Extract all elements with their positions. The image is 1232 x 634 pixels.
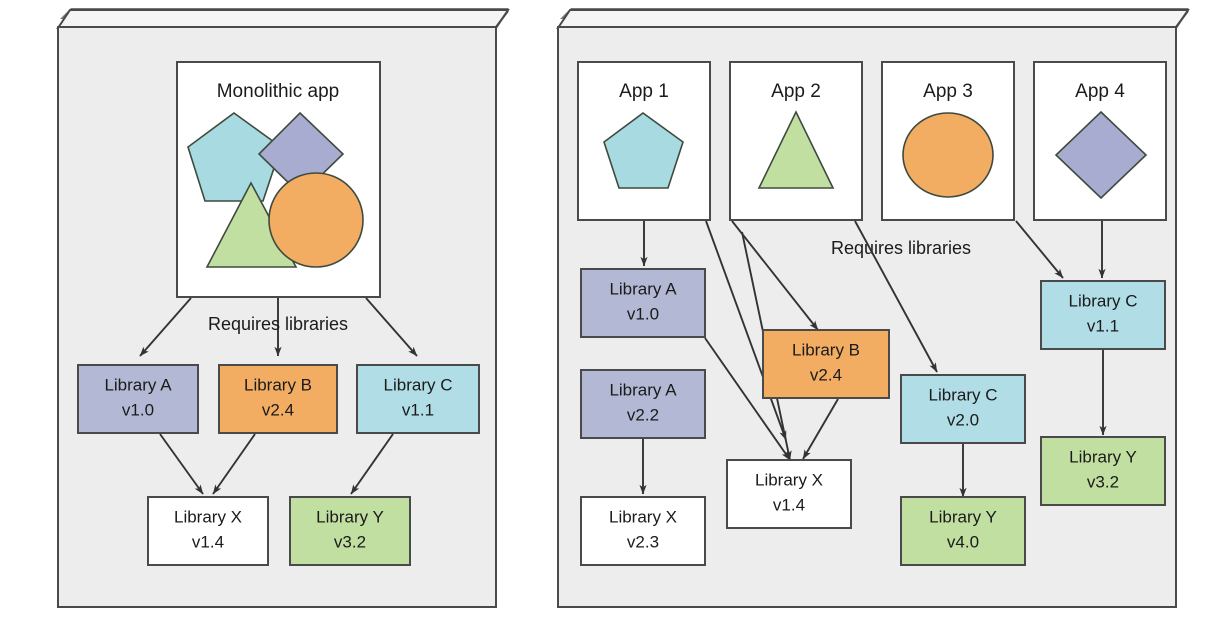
node-version: v1.0 xyxy=(627,304,659,323)
node-library-c-v2-0-right[interactable]: Library C v2.0 xyxy=(900,374,1026,444)
right-panel-top-bevel xyxy=(556,9,1190,29)
node-library-c-v1-1-left[interactable]: Library C v1.1 xyxy=(356,364,480,434)
node-label: Library X xyxy=(755,470,823,489)
node-version: v2.2 xyxy=(627,405,659,424)
node-version: v2.4 xyxy=(262,400,294,419)
right-requires-libraries-label: Requires libraries xyxy=(831,238,971,258)
node-label: Library C xyxy=(384,375,453,394)
edge-app1-to-liba-v2 xyxy=(705,220,787,441)
pentagon-shape xyxy=(603,112,684,189)
node-label: Library C xyxy=(1069,291,1138,310)
node-version: v2.0 xyxy=(947,410,979,429)
node-library-a-v1-0-right[interactable]: Library A v1.0 xyxy=(580,268,706,338)
app-title: App 3 xyxy=(923,81,973,102)
node-label: Library X xyxy=(174,507,242,526)
edge-app2-to-libb xyxy=(731,220,819,331)
triangle-shape xyxy=(757,110,835,189)
edge-app2-to-libc-v20 xyxy=(854,220,938,373)
edge-liba-to-libx-left xyxy=(159,433,204,495)
edge-libb-to-libx-v14 xyxy=(802,398,839,460)
app-box-1[interactable]: App 1 xyxy=(577,61,711,221)
edge-liba-v10-to-libx-v14 xyxy=(704,337,791,461)
node-library-a-v1-0-left[interactable]: Library A v1.0 xyxy=(77,364,199,434)
edge-libc-to-liby-left xyxy=(350,433,394,495)
monolithic-app-title: Monolithic app xyxy=(217,81,340,102)
edge-app3-to-libc-v11 xyxy=(1015,220,1064,279)
node-label: Library A xyxy=(609,279,677,298)
node-library-y-v3-2-right[interactable]: Library Y v3.2 xyxy=(1040,436,1166,506)
left-panel-right-bevel xyxy=(495,10,509,28)
node-version: v1.0 xyxy=(122,400,154,419)
app-box-4[interactable]: App 4 xyxy=(1033,61,1167,221)
app-box-3[interactable]: App 3 xyxy=(881,61,1015,221)
node-library-y-v3-2-left[interactable]: Library Y v3.2 xyxy=(289,496,411,566)
node-label: Library B xyxy=(244,375,312,394)
edge-mono-to-liba xyxy=(139,297,192,357)
edge-mono-to-libc xyxy=(365,297,418,357)
node-label: Library A xyxy=(609,380,677,399)
node-library-a-v2-2-right[interactable]: Library A v2.2 xyxy=(580,369,706,439)
node-label: Library Y xyxy=(316,507,384,526)
node-library-y-v4-0-right[interactable]: Library Y v4.0 xyxy=(900,496,1026,566)
node-label: Library X xyxy=(609,507,677,526)
node-version: v2.3 xyxy=(627,532,659,551)
node-library-c-v1-1-right[interactable]: Library C v1.1 xyxy=(1040,280,1166,350)
node-library-b-v2-4-right[interactable]: Library B v2.4 xyxy=(762,329,890,399)
diamond-shape xyxy=(1054,110,1148,200)
node-label: Library B xyxy=(792,340,860,359)
app-title: App 2 xyxy=(771,81,821,102)
circle-shape xyxy=(902,112,994,198)
node-library-x-v2-3-right[interactable]: Library X v2.3 xyxy=(580,496,706,566)
node-version: v1.4 xyxy=(773,495,805,514)
right-panel-right-bevel xyxy=(1175,10,1189,28)
edge-libb-to-libx-left xyxy=(212,433,256,495)
node-version: v1.1 xyxy=(1087,316,1119,335)
app-box-2[interactable]: App 2 xyxy=(729,61,863,221)
node-label: Library A xyxy=(104,375,172,394)
node-library-b-v2-4-left[interactable]: Library B v2.4 xyxy=(218,364,338,434)
node-label: Library Y xyxy=(929,507,997,526)
node-label: Library Y xyxy=(1069,447,1137,466)
left-requires-libraries-label: Requires libraries xyxy=(208,314,348,334)
app-title: App 1 xyxy=(619,81,669,102)
node-library-x-v1-4-right[interactable]: Library X v1.4 xyxy=(726,459,852,529)
node-version: v3.2 xyxy=(1087,472,1119,491)
node-version: v4.0 xyxy=(947,532,979,551)
circle-shape xyxy=(268,172,364,268)
node-version: v2.4 xyxy=(810,365,842,384)
node-version: v1.4 xyxy=(192,532,224,551)
node-library-x-v1-4-left[interactable]: Library X v1.4 xyxy=(147,496,269,566)
node-label: Library C xyxy=(929,385,998,404)
node-version: v1.1 xyxy=(402,400,434,419)
node-version: v3.2 xyxy=(334,532,366,551)
app-title: App 4 xyxy=(1075,81,1125,102)
left-panel-top-bevel xyxy=(56,9,510,29)
